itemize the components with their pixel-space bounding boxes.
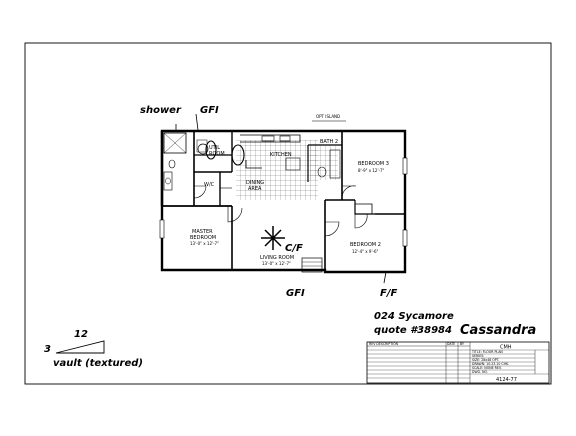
tb-number: 4124-77: [496, 377, 517, 383]
master-label-a: MASTER: [192, 229, 213, 235]
tb-date-col: DATE: [447, 342, 455, 346]
washer: [197, 143, 209, 155]
gfi-outlet-circle: [231, 144, 245, 166]
dining-label-b: AREA: [248, 186, 262, 192]
gfi-note-bottom: GFI: [286, 288, 305, 299]
kitchen-dining-tile-floor: [236, 140, 318, 200]
room-labels: UTIL ROOM KITCHEN BATH 2 BEDROOM 3 8'-9"…: [190, 114, 389, 266]
tb-row3: SIZE: 28x48 OPT.: [472, 358, 499, 362]
interior-wall: [355, 203, 373, 214]
shower-x: [163, 132, 187, 154]
gfi-outlet-circle: [205, 140, 217, 160]
bath2-label: BATH 2: [320, 139, 338, 145]
bedroom3-label: BEDROOM 3: [358, 161, 389, 167]
living-size: 13'-0" x 12'-7": [262, 261, 291, 266]
address-note: 024 Sycamore: [374, 311, 454, 322]
title-block: [366, 341, 550, 384]
title-block-text: REV DESCRIPTION DATE BY CMH TITLE: FLOOR…: [369, 342, 517, 383]
slope-rise: 3: [44, 344, 51, 355]
slope-run: 12: [74, 329, 88, 340]
island-counter: [245, 160, 262, 169]
tb-company: CMH: [500, 345, 512, 351]
door-swing: [193, 185, 207, 199]
floor-plan: [159, 113, 408, 284]
window: [402, 157, 408, 175]
front-steps: [301, 257, 323, 273]
tb-row4: DRAWN: 10.23.10 CHK.: [472, 362, 509, 366]
exterior-wall: [160, 129, 407, 274]
steps-lines: [302, 261, 322, 267]
annotation-arrow: [195, 113, 199, 131]
living-label: LIVING ROOM: [260, 255, 294, 261]
kitchen-sink: [261, 135, 275, 142]
door-swing: [341, 185, 357, 199]
bath-tile-floor: [310, 146, 338, 180]
shower-note: shower: [140, 105, 182, 116]
tb-row1: TITLE: FLOOR PLAN: [471, 350, 503, 354]
annotations: shower GFI C/F GFI F/F: [140, 105, 397, 299]
vanity-sink: [165, 177, 171, 185]
bath2-toilet: [317, 166, 327, 178]
tb-row2: SERIES:: [472, 354, 484, 358]
window: [402, 229, 408, 247]
kitchen-counter: [240, 134, 301, 143]
refrigerator: [285, 157, 301, 171]
bedroom2-size: 12'-4" x 9'-6": [352, 249, 379, 254]
tb-header: REV DESCRIPTION: [369, 342, 399, 346]
window: [159, 219, 165, 239]
toilet: [168, 159, 176, 169]
util-label-b: ROOM: [209, 151, 225, 157]
dining-label-a: DINING: [246, 180, 264, 186]
ceiling-fan-icon: [261, 226, 285, 250]
gfi-note-top: GFI: [200, 105, 219, 116]
slope-triangle: [55, 340, 105, 354]
door-swing: [227, 206, 243, 223]
tb-row5: SCALE: NONE REV.: [472, 366, 502, 370]
quote-note: quote #38984: [374, 325, 452, 336]
vault-slope-symbol: 12 3 vault (textured): [44, 329, 143, 369]
opt-island-label: OPT ISLAND: [316, 114, 340, 119]
tb-by-col: BY: [460, 342, 464, 346]
vault-note: vault (textured): [53, 358, 143, 369]
ff-note: F/F: [380, 288, 397, 299]
sheet-border: [24, 42, 552, 385]
door-swing: [324, 221, 340, 237]
kitchen-label: KITCHEN: [270, 152, 292, 158]
vanity: [163, 171, 173, 191]
master-label-b: BEDROOM: [190, 235, 216, 241]
wic-label: W/C: [204, 182, 215, 188]
master-size: 13'-0" x 12'-7": [190, 241, 219, 246]
bedroom2-label: BEDROOM 2: [350, 242, 381, 248]
cf-note: C/F: [285, 243, 303, 254]
util-label-a: UTIL: [209, 145, 220, 151]
tb-row6: DWG. NO.: [472, 370, 488, 374]
shower-stall: [163, 132, 187, 154]
range: [279, 135, 291, 142]
bath2-tub: [329, 149, 341, 179]
model-name: Cassandra: [460, 323, 536, 338]
annotation-arrow: [383, 271, 387, 284]
door-swing: [354, 213, 368, 229]
bedroom3-size: 8'-9" x 12'-7": [358, 168, 385, 173]
